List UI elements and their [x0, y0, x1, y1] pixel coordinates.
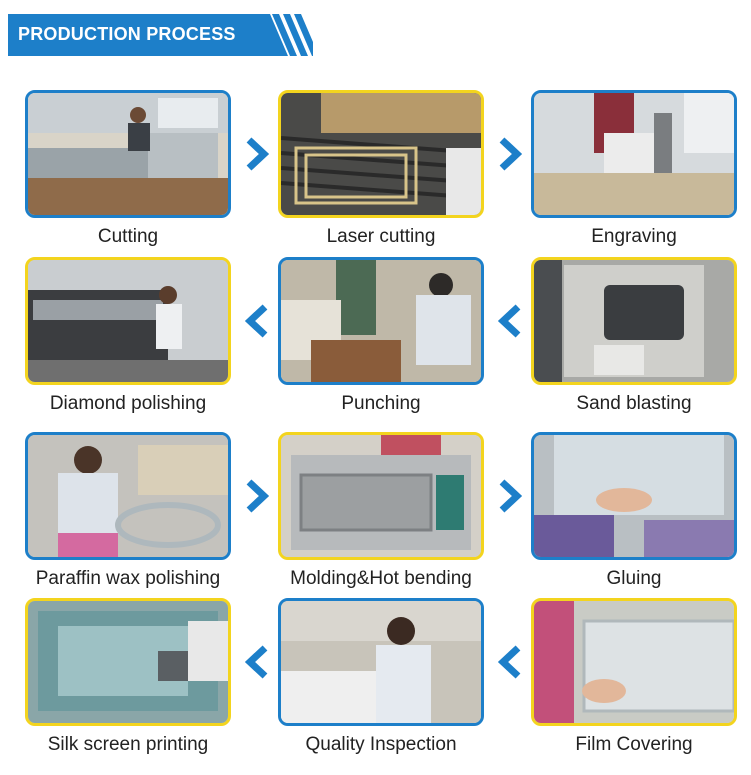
photo-diamond-polishing: [25, 257, 231, 385]
step-label: Film Covering: [575, 734, 693, 755]
step-molding-hot-bending: Molding&Hot bending: [278, 432, 484, 590]
chevron-left-icon: [498, 304, 521, 338]
step-label: Engraving: [591, 226, 677, 247]
step-label: Laser cutting: [326, 226, 436, 247]
chevron-right-icon: [246, 479, 269, 513]
step-diamond-polishing: Diamond polishing: [25, 257, 231, 415]
step-label: Molding&Hot bending: [290, 568, 472, 589]
step-quality-inspection: Quality Inspection: [278, 598, 484, 756]
photo-punching: [278, 257, 484, 385]
chevron-right-icon: [246, 137, 269, 171]
photo-sand-blasting: [531, 257, 737, 385]
photo-paraffin-wax-polishing: [25, 432, 231, 560]
step-gluing: Gluing: [531, 432, 737, 590]
chevron-left-icon: [245, 645, 268, 679]
step-film-covering: Film Covering: [531, 598, 737, 756]
step-sand-blasting: Sand blasting: [531, 257, 737, 415]
step-label: Quality Inspection: [305, 734, 457, 755]
photo-gluing: [531, 432, 737, 560]
photo-engraving: [531, 90, 737, 218]
step-cutting: Cutting: [25, 90, 231, 248]
photo-laser-cutting: [278, 90, 484, 218]
banner-shape: [8, 14, 313, 56]
chevron-right-icon: [499, 137, 522, 171]
chevron-left-icon: [498, 645, 521, 679]
step-punching: Punching: [278, 257, 484, 415]
photo-molding-hot-bending: [278, 432, 484, 560]
section-banner: PRODUCTION PROCESS: [8, 14, 313, 56]
step-paraffin-wax-polishing: Paraffin wax polishing: [25, 432, 231, 590]
photo-quality-inspection: [278, 598, 484, 726]
step-label: Diamond polishing: [49, 393, 207, 414]
page-title: PRODUCTION PROCESS: [18, 24, 236, 44]
photo-silk-screen-printing: [25, 598, 231, 726]
step-label: Silk screen printing: [47, 734, 209, 755]
step-label: Punching: [341, 393, 421, 414]
step-label: Gluing: [606, 568, 662, 589]
step-laser-cutting: Laser cutting: [278, 90, 484, 248]
photo-cutting: [25, 90, 231, 218]
step-label: Paraffin wax polishing: [35, 568, 221, 589]
step-engraving: Engraving: [531, 90, 737, 248]
step-label: Sand blasting: [576, 393, 692, 414]
step-silk-screen-printing: Silk screen printing: [25, 598, 231, 756]
chevron-left-icon: [245, 304, 268, 338]
chevron-right-icon: [499, 479, 522, 513]
photo-film-covering: [531, 598, 737, 726]
step-label: Cutting: [97, 226, 159, 247]
